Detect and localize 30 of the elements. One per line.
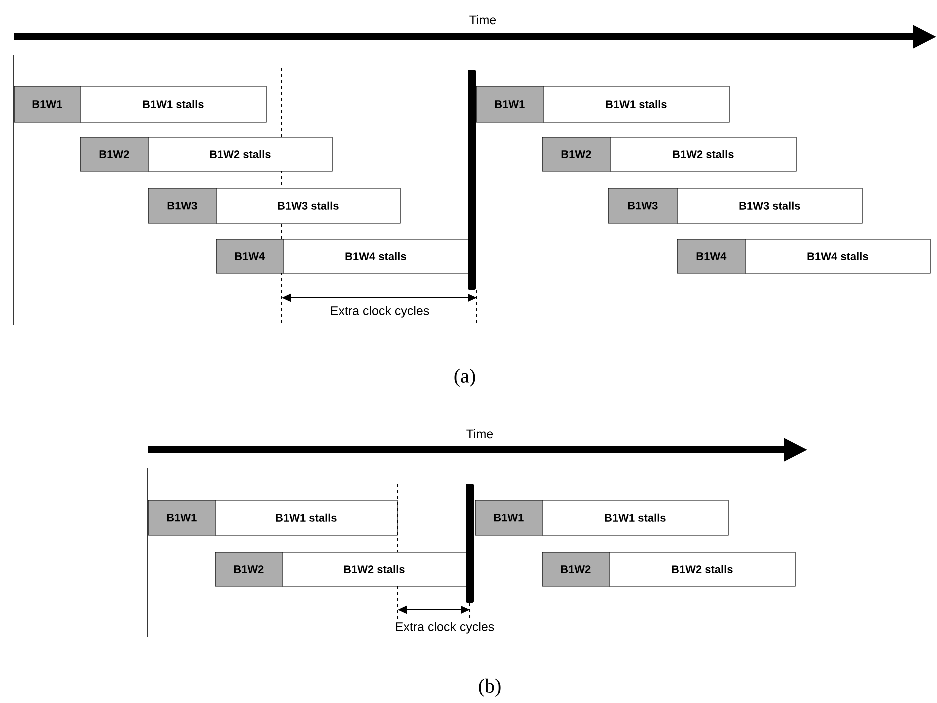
warp-box: B1W4 [677,239,746,274]
warp-box: B1W3 [608,188,678,224]
stall-box: B1W2 stalls [282,552,467,587]
warp-box: B1W4 [216,239,284,274]
stall-box: B1W3 stalls [677,188,863,224]
stall-box: B1W1 stalls [543,86,730,123]
warp-box: B1W2 [80,137,149,172]
warp-box: B1W3 [148,188,217,224]
stall-box: B1W4 stalls [745,239,931,274]
stall-box: B1W2 stalls [610,137,797,172]
axis-label: Time [468,14,498,26]
stall-box: B1W1 stalls [215,500,398,536]
warp-box: B1W2 [542,137,611,172]
panel-label: (a) [454,368,476,388]
stall-box: B1W2 stalls [148,137,333,172]
warp-box: B1W1 [476,86,544,123]
warp-box: B1W1 [475,500,543,536]
warp-box: B1W2 [215,552,283,587]
stall-box: B1W1 stalls [542,500,729,536]
stall-box: B1W3 stalls [216,188,401,224]
panel-label: (b) [479,678,501,698]
axis-label: Time [465,428,495,440]
warp-box: B1W1 [14,86,81,123]
stall-box: B1W1 stalls [80,86,267,123]
warp-box: B1W1 [148,500,216,536]
stall-box: B1W2 stalls [609,552,796,587]
stall-box: B1W4 stalls [283,239,469,274]
warp-box: B1W2 [542,552,610,587]
dimension-label: Extra clock cycles [329,305,431,319]
dimension-label: Extra clock cycles [394,621,496,635]
